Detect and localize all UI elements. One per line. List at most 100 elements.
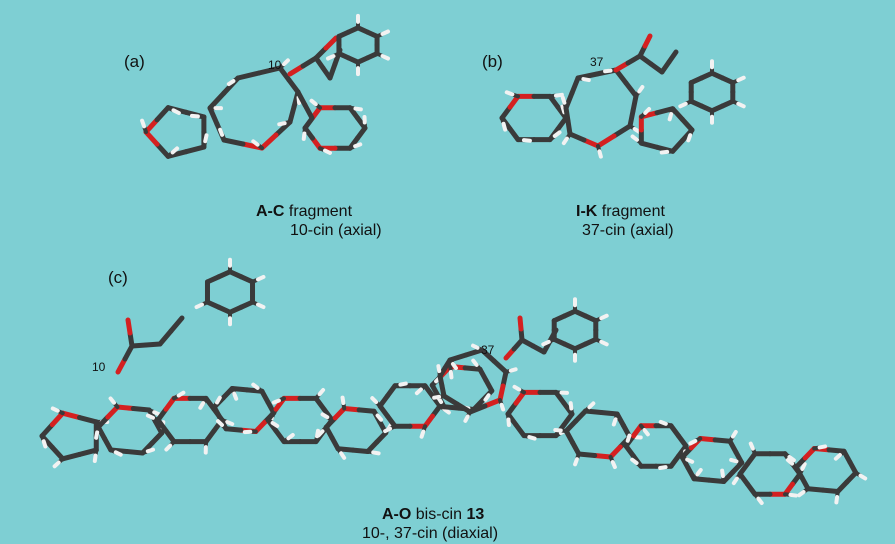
ring-c-7 [383, 426, 393, 434]
ring-c-5 [317, 387, 326, 397]
ring-c-2 [94, 430, 100, 440]
ring-c-10 [573, 457, 579, 467]
ring-c-oxepane [436, 364, 442, 374]
ring-c-1 [41, 439, 48, 449]
ring-c-13 [800, 462, 807, 472]
ring-b-2 [595, 133, 617, 149]
ring-c-12 [688, 438, 698, 446]
ring-b-1 [560, 104, 567, 115]
caption-a: A-C fragment 10-cin (axial) [256, 202, 382, 240]
ring-c-11 [625, 433, 632, 443]
ring-a-oxepane [235, 70, 262, 81]
ring-c-13 [788, 492, 798, 498]
caption-b-rest: fragment [597, 203, 665, 220]
ring-a-oxepane [256, 65, 283, 76]
ring-c-7 [370, 396, 379, 405]
ring-b-2 [603, 68, 613, 74]
ester-a [300, 55, 319, 69]
ring-b-3 [643, 107, 652, 115]
ring-c-oxepane [467, 403, 488, 415]
ring-c-oxepane [450, 362, 458, 371]
ring-c-12 [730, 429, 738, 439]
ring-c-14 [834, 494, 840, 505]
caption-c: A-O bis-cin 13 10-, 37-cin (diaxial) [362, 505, 498, 543]
ring-c-3 [164, 443, 173, 452]
ring-c-13 [748, 441, 755, 451]
phenyl-a [326, 54, 336, 61]
ring-c-9 [568, 401, 574, 411]
ring-b-2 [597, 149, 603, 159]
ring-b-2 [623, 80, 639, 99]
ring-a-pyran [353, 142, 363, 149]
ring-c-1 [39, 422, 55, 439]
ring-b-2 [637, 85, 645, 94]
ring-c-1 [52, 460, 61, 469]
ring-c-2 [130, 406, 152, 413]
ring-c-2 [108, 396, 117, 405]
ring-a-pyran [301, 131, 307, 141]
ring-c-1 [50, 406, 60, 413]
ring-c-1 [60, 410, 82, 421]
ring-b-2 [632, 126, 642, 134]
caption-b: I-K fragment 37-cin (axial) [576, 202, 674, 240]
ring-c-10 [610, 460, 617, 470]
ester-a [323, 35, 339, 51]
ring-b-2 [627, 108, 636, 129]
ring-c-13 [787, 454, 796, 463]
caption-a-bold: A-C [256, 203, 285, 220]
caption-c-mid: bis-cin [411, 506, 467, 523]
ring-c-5 [271, 398, 281, 405]
ring-c-14 [797, 489, 806, 498]
ring-c-10 [592, 452, 614, 460]
ring-c-3 [198, 401, 206, 410]
ring-c-oxepane [482, 397, 503, 409]
ester-b [642, 33, 653, 49]
panel-label-b: (b) [482, 52, 503, 71]
ring-b-2 [613, 67, 629, 86]
ring-c-4 [215, 395, 222, 405]
caption-c-line2: 10-, 37-cin (diaxial) [362, 525, 499, 542]
atom-number-a: 10 [268, 58, 282, 72]
phenyl-c-2 [599, 339, 609, 347]
ring-c-13 [756, 496, 764, 505]
ring-c-9 [527, 435, 537, 441]
ring-a-thf [170, 146, 180, 155]
ring-c-14 [817, 444, 828, 450]
ring-b-1 [504, 90, 515, 97]
ring-c-8 [483, 393, 491, 402]
ring-c-7 [442, 407, 451, 415]
phenyl-b [678, 101, 688, 109]
ring-c-1 [49, 410, 66, 428]
ring-c-10 [582, 408, 604, 416]
ring-c-oxepane [463, 414, 470, 423]
ring-c-11 [642, 428, 650, 437]
ring-c-oxepane [499, 402, 506, 412]
phenyl-c-1 [194, 302, 205, 310]
ring-c-1 [49, 444, 66, 462]
phenyl-b [736, 75, 746, 83]
ring-c-8 [483, 377, 495, 394]
ring-b-1 [552, 130, 562, 138]
ring-c-7 [398, 381, 408, 387]
ring-c-12 [695, 468, 703, 477]
ring-c-4 [215, 419, 224, 427]
ring-b-3 [638, 140, 660, 150]
ring-c-3 [176, 390, 186, 398]
ring-b-3 [630, 134, 639, 142]
ring-b-1 [553, 92, 564, 98]
ring-c-oxepane [454, 401, 473, 415]
ring-b-2 [567, 131, 587, 143]
ring-a-oxepane [251, 139, 260, 147]
caption-c-bold2: 13 [466, 506, 485, 523]
ring-b-1 [501, 121, 508, 132]
ring-a-oxepane [226, 79, 236, 87]
ring-a-thf [203, 133, 209, 144]
ring-c-7 [414, 387, 423, 396]
ester-a [287, 63, 306, 77]
ring-c-11 [630, 457, 639, 465]
ring-a-thf [154, 141, 171, 159]
ring-a-oxepane [287, 104, 297, 125]
ring-c-10 [587, 401, 596, 410]
ring-a-oxepane [281, 58, 290, 67]
ring-c-1 [60, 451, 82, 462]
